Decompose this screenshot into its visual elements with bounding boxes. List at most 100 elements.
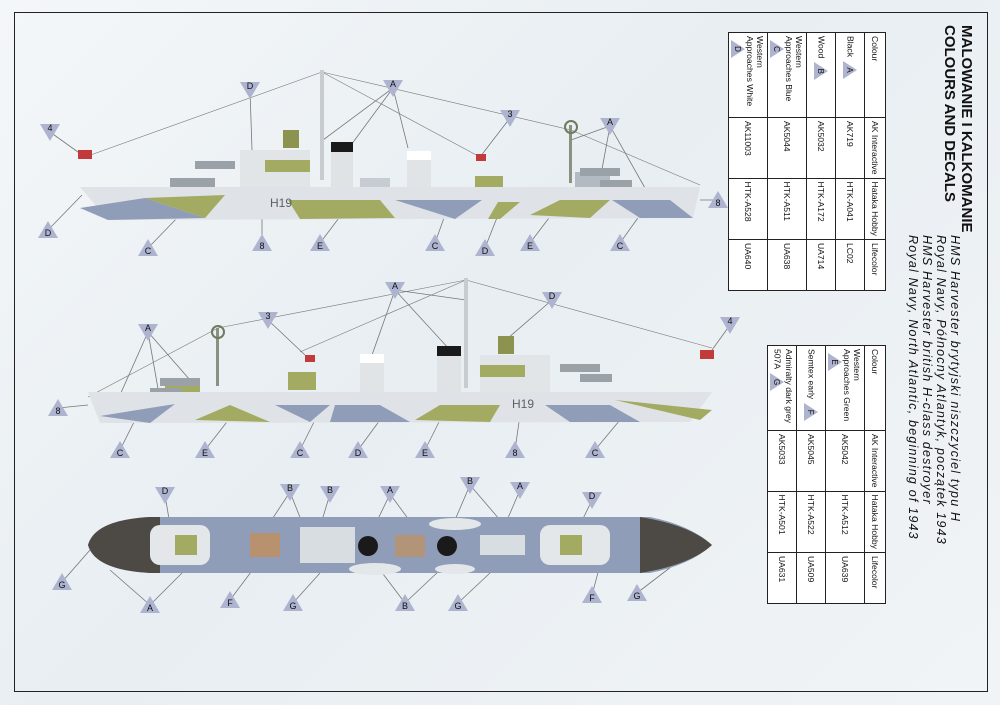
main-mast bbox=[320, 70, 324, 180]
hataka-code: HTK-A528 bbox=[728, 178, 768, 240]
header-hataka: Hataka Hobby bbox=[864, 491, 886, 553]
header-ak: AK Interactive bbox=[864, 117, 886, 178]
aft-mast bbox=[569, 125, 572, 183]
white-ensign-top bbox=[476, 154, 486, 161]
callout-label: 4 bbox=[47, 123, 52, 133]
callout-label: G bbox=[454, 601, 461, 611]
white-ensign-mid bbox=[305, 355, 315, 362]
triangle-marker-icon bbox=[708, 191, 728, 208]
title-english: COLOURS AND DECALS bbox=[941, 25, 958, 202]
callout-label: E bbox=[422, 448, 428, 458]
triangle-marker-icon bbox=[348, 441, 368, 458]
triangle-marker-icon bbox=[38, 221, 58, 238]
callout-marker-icon: D bbox=[731, 40, 745, 58]
callout-marker-icon: G bbox=[770, 373, 784, 392]
callout-marker-d: D bbox=[38, 221, 58, 238]
callout-label: E bbox=[317, 241, 323, 251]
subtitle-line-2: Royal Navy, Północny Atlantyk, początek … bbox=[934, 235, 948, 545]
callout-marker-e: E bbox=[415, 441, 435, 458]
colour-name: Semtex early bbox=[806, 349, 817, 400]
plan-view bbox=[88, 517, 712, 575]
triangle-marker-icon bbox=[240, 82, 260, 99]
triangle-marker-icon bbox=[155, 487, 175, 504]
callout-label: A bbox=[145, 323, 151, 333]
triangle-marker-icon bbox=[40, 124, 60, 141]
triangle-marker-icon bbox=[425, 234, 445, 251]
starboard-profile: H19 bbox=[78, 70, 701, 220]
triangle-marker-icon bbox=[505, 441, 525, 458]
hull-number-top: H19 bbox=[270, 196, 292, 210]
callout-marker-g: G bbox=[448, 594, 468, 611]
fore-funnel bbox=[331, 146, 353, 188]
triangle-marker-icon bbox=[610, 234, 630, 251]
hataka-code: HTK-A522 bbox=[796, 491, 826, 553]
fore-funnel bbox=[437, 350, 461, 392]
callout-marker-4: 4 bbox=[720, 316, 740, 334]
callout-label: A bbox=[517, 481, 523, 491]
callout-label: B bbox=[402, 601, 408, 611]
callout-marker-icon: A bbox=[843, 61, 857, 80]
gun-turret-a bbox=[170, 178, 215, 188]
callout-marker-e: E bbox=[195, 441, 215, 458]
main-mast bbox=[464, 278, 468, 388]
callout-label: C bbox=[617, 241, 624, 251]
header-colour: Colour bbox=[864, 345, 886, 431]
callout-marker-c: C bbox=[110, 441, 130, 458]
triangle-marker-icon bbox=[627, 584, 647, 601]
lifecolor-code: LC02 bbox=[835, 239, 865, 291]
callout-marker-a: A bbox=[600, 117, 620, 135]
triangle-marker-icon bbox=[138, 324, 158, 341]
triangle-marker-icon bbox=[542, 292, 562, 309]
triangle-marker-icon bbox=[475, 239, 495, 256]
triangle-marker-icon bbox=[110, 441, 130, 458]
triangle-marker-icon bbox=[460, 477, 480, 494]
colour-name: Wood bbox=[816, 36, 827, 59]
triangle-marker-icon bbox=[283, 594, 303, 611]
fore-mast bbox=[216, 328, 219, 386]
callout-label: A bbox=[392, 281, 398, 291]
callout-label: G bbox=[289, 601, 296, 611]
callout-marker-e: E bbox=[520, 234, 540, 251]
ak-code: AK11003 bbox=[728, 117, 768, 178]
triangle-marker-icon bbox=[585, 441, 605, 458]
triangle-marker-icon bbox=[395, 594, 415, 611]
callout-marker-a: A bbox=[510, 481, 530, 499]
triangle-marker-icon bbox=[600, 118, 620, 135]
triangle-marker-icon bbox=[138, 239, 158, 256]
callout-label: 3 bbox=[507, 109, 512, 119]
callout-label: C bbox=[145, 246, 152, 256]
callout-marker-a: A bbox=[385, 281, 405, 299]
subtitle-line-1: HMS Harvester brytyjski niszczyciel typu… bbox=[948, 235, 962, 523]
triangle-marker-icon bbox=[52, 573, 72, 590]
triangle-marker-icon bbox=[582, 586, 602, 603]
lifecolor-code: UA638 bbox=[767, 239, 807, 291]
triangle-marker-icon bbox=[310, 234, 330, 251]
callout-marker-8: 8 bbox=[708, 191, 728, 208]
subtitle-block: HMS Harvester brytyjski niszczyciel typu… bbox=[906, 235, 962, 545]
ak-code: AK5045 bbox=[796, 430, 826, 491]
callout-marker-c: C bbox=[425, 234, 445, 251]
triangle-marker-icon bbox=[48, 399, 68, 416]
callout-label: E bbox=[202, 448, 208, 458]
callout-marker-b: B bbox=[460, 476, 480, 494]
colour-name: Black bbox=[845, 36, 856, 58]
colour-name: Western Approaches White bbox=[745, 36, 765, 107]
triangle-marker-icon bbox=[258, 312, 278, 329]
callout-marker-a: A bbox=[138, 323, 158, 341]
callout-marker-e: E bbox=[310, 234, 330, 251]
callout-marker-b: B bbox=[395, 594, 415, 611]
callout-marker-f: F bbox=[582, 586, 602, 603]
hull-number-mid: H19 bbox=[512, 397, 534, 411]
callout-label: D bbox=[549, 291, 556, 301]
callout-marker-d: D bbox=[542, 291, 562, 309]
colour-name: Western Approaches Blue bbox=[784, 36, 804, 102]
callout-marker-4: 4 bbox=[40, 123, 60, 141]
lifecolor-code: UA714 bbox=[806, 239, 836, 291]
hataka-code: HTK-A172 bbox=[806, 178, 836, 240]
callout-label: C bbox=[117, 448, 124, 458]
callout-marker-b: B bbox=[280, 483, 300, 501]
triangle-marker-icon bbox=[252, 234, 272, 251]
callout-marker-d: D bbox=[348, 441, 368, 458]
